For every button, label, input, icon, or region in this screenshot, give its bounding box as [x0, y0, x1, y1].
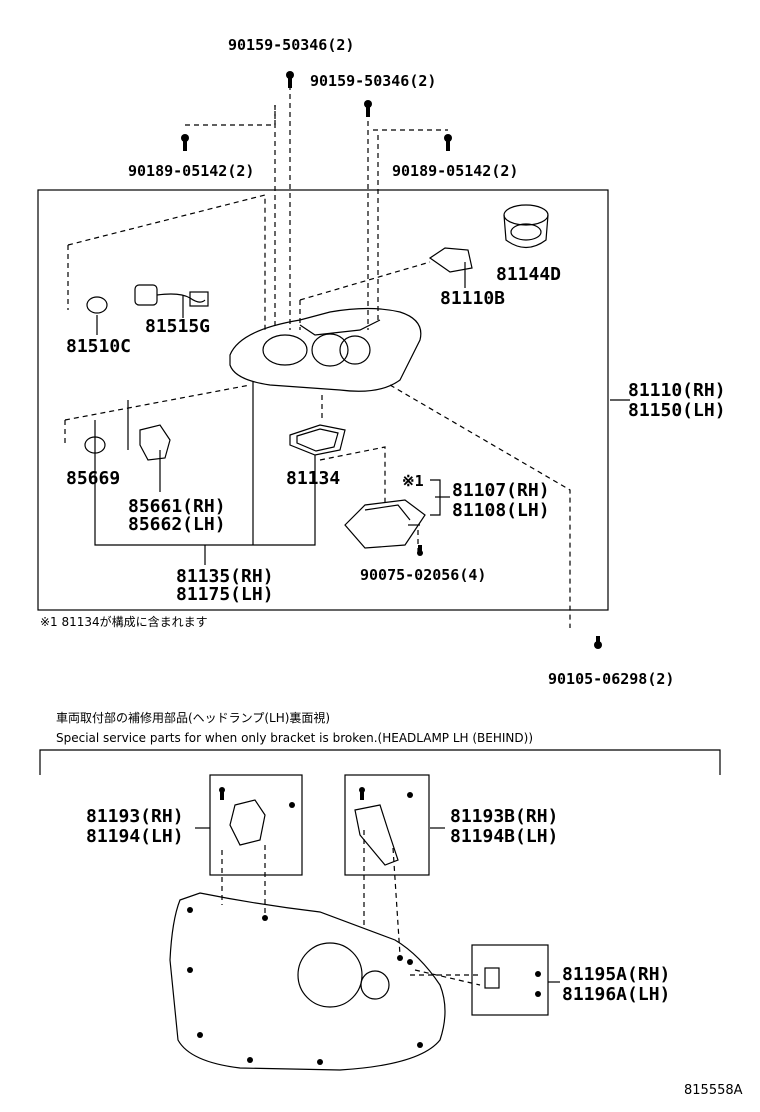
label-85662-lh: 85662(LH) [128, 514, 226, 535]
label-81135-rh: 81135(RH) [176, 566, 274, 587]
label-81193-rh: 81193(RH) [86, 806, 184, 827]
label-81175-lh: 81175(LH) [176, 584, 274, 605]
label-81196a-lh: 81196A(LH) [562, 984, 671, 1005]
label-81195a-rh: 81195A(RH) [562, 964, 671, 985]
label-81194-lh: 81194(LH) [86, 826, 184, 847]
label-81144d: 81144D [496, 264, 562, 285]
label-81515g: 81515G [145, 316, 211, 337]
label-81150-lh: 81150(LH) [628, 400, 726, 421]
label-81110b: 81110B [440, 288, 506, 309]
label-81193b-rh: 81193B(RH) [450, 806, 559, 827]
label-81194b-lh: 81194B(LH) [450, 826, 559, 847]
section-title-en: Special service parts for when only brac… [56, 731, 534, 745]
label-81108-lh: 81108(LH) [452, 500, 550, 521]
figure-id: 815558A [684, 1083, 743, 1098]
label-85669: 85669 [66, 468, 121, 489]
label-90075-02056: 90075-02056(4) [360, 566, 487, 584]
label-81510c: 81510C [66, 336, 132, 357]
label-85661-rh: 85661(RH) [128, 496, 226, 517]
label-81110-rh: 81110(RH) [628, 380, 726, 401]
label-90105-06298: 90105-06298(2) [548, 670, 675, 688]
label-90189-05142-b: 90189-05142(2) [392, 162, 519, 180]
label-90159-50346-b: 90159-50346(2) [310, 72, 437, 90]
assembly-frame [37, 189, 609, 611]
label-90189-05142-a: 90189-05142(2) [128, 162, 255, 180]
label-90159-50346-a: 90159-50346(2) [228, 36, 355, 54]
section-title-jp: 車両取付部の補修用部品(ヘッドランプ(LH)裏面視) [56, 711, 331, 725]
label-81134: 81134 [286, 468, 341, 489]
footnote: ※1 81134が構成に含まれます [40, 615, 208, 629]
label-81107-rh: 81107(RH) [452, 480, 550, 501]
ref-mark-1: ※1 [402, 472, 424, 490]
